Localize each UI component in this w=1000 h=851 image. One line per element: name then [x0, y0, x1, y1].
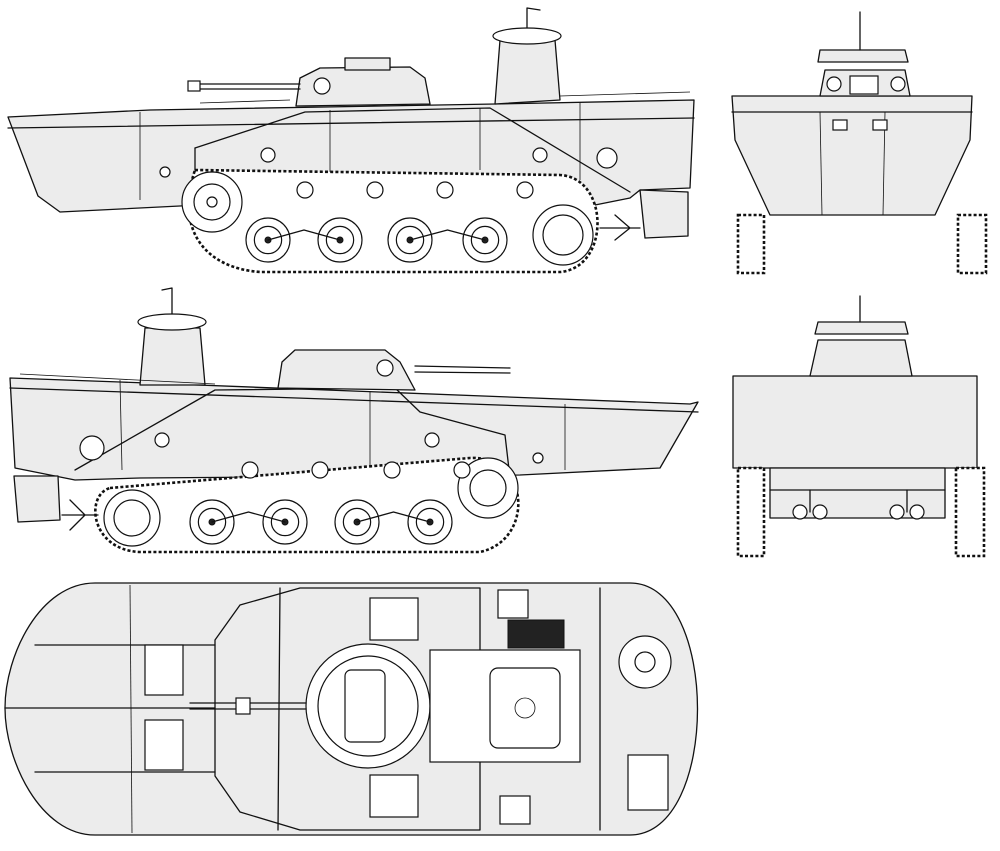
propeller-left: [599, 214, 641, 241]
road-wheels-right: [189, 499, 453, 545]
road-wheel-left-bogie-1: [267, 229, 341, 241]
rear-intake: [809, 339, 913, 377]
top-superstructure: [214, 587, 481, 831]
return-roller-right-1: [241, 461, 259, 479]
top-view: [4, 582, 698, 836]
air-intake-right: [139, 327, 206, 386]
turret-left: [295, 66, 431, 107]
rear-float-right: [13, 475, 61, 523]
cupola-left: [344, 57, 391, 71]
front-track-left: [736, 213, 766, 275]
return-roller-left-1: [296, 181, 314, 199]
radiator-grille-top: [507, 619, 565, 649]
return-roller-left-3: [436, 181, 454, 199]
rear-track-right: [954, 466, 986, 558]
return-roller-left-2: [366, 181, 384, 199]
hatch-front-right: [369, 774, 419, 818]
hatch-rear-1: [144, 644, 184, 696]
rear-track-left: [736, 466, 766, 558]
propeller-right: [61, 499, 99, 531]
return-rollers-right: [241, 461, 471, 479]
rear-view: [732, 295, 986, 558]
front-track-right: [956, 213, 988, 275]
return-roller-left-4: [516, 181, 534, 199]
front-hull: [731, 95, 973, 216]
rear-float-left: [639, 189, 689, 239]
main-gun-right: [414, 365, 511, 369]
hatch-rear-3: [627, 754, 669, 811]
left-side-view: [7, 7, 695, 274]
return-rollers-left: [296, 181, 534, 199]
turret-hatch-top: [344, 669, 386, 743]
return-roller-right-3: [383, 461, 401, 479]
road-wheel-left-bogie-2: [409, 229, 486, 241]
return-roller-right-2: [311, 461, 329, 479]
engine-hatch-top: [489, 667, 561, 749]
hatch-rear-2: [144, 719, 184, 771]
road-wheels-left: [245, 217, 508, 263]
front-view: [731, 11, 988, 275]
panel-b: [499, 795, 531, 825]
rear-hull: [732, 375, 978, 469]
return-roller-right-4: [453, 461, 471, 479]
right-side-view: [9, 287, 699, 554]
turret-right: [277, 349, 416, 391]
hull-right: [9, 377, 699, 481]
road-wheel-right-bogie-1: [211, 511, 286, 523]
road-wheel-right-bogie-2: [356, 511, 431, 523]
hatch-front-left: [369, 597, 419, 641]
panel-a: [497, 589, 529, 619]
air-intake-left: [494, 39, 561, 105]
